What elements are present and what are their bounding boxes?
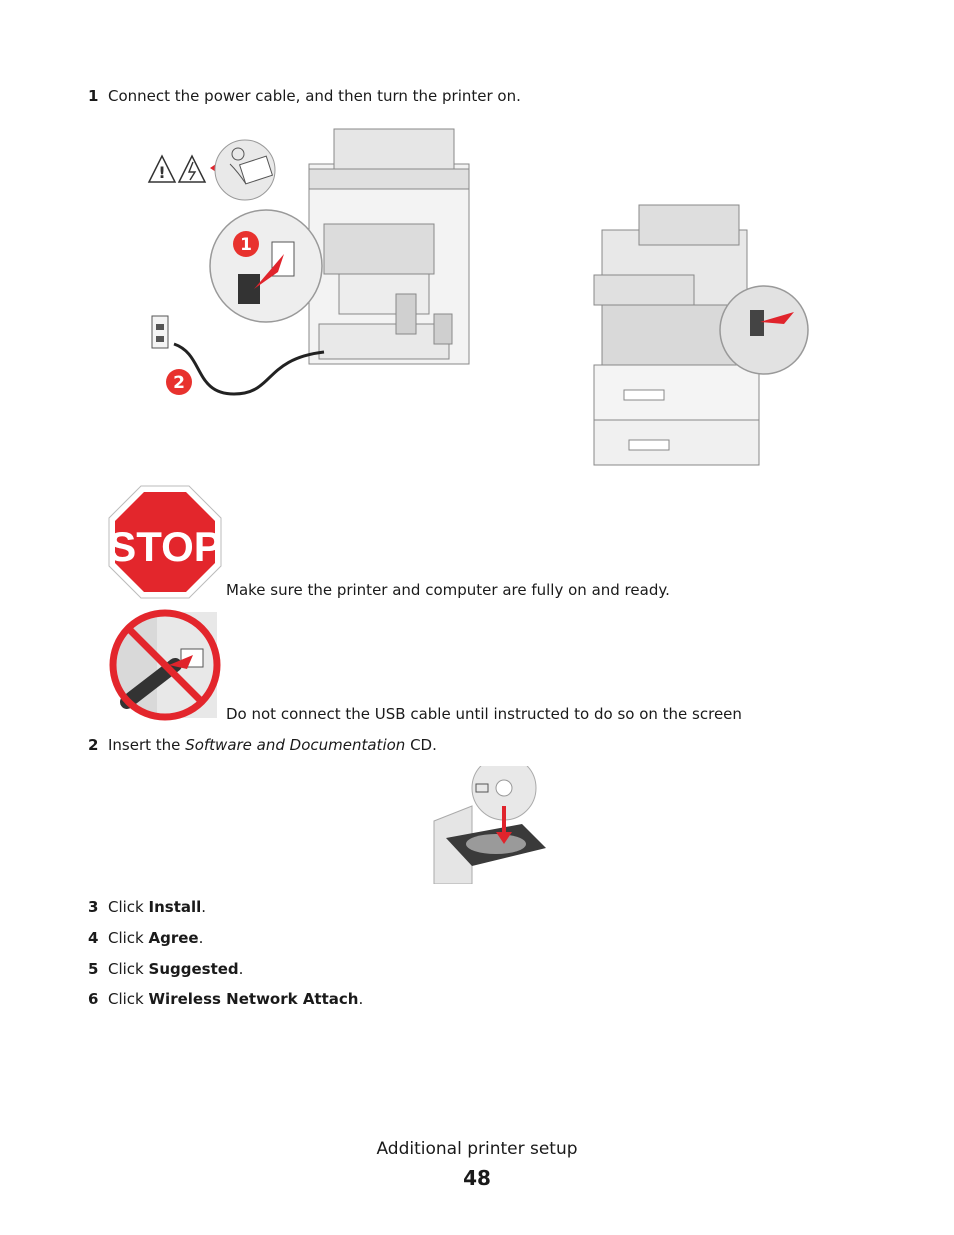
usb-note: Do not connect the USB cable until instr… <box>226 705 742 723</box>
stop-sign-text: STOP <box>108 523 222 570</box>
step-number: 3 <box>88 898 99 916</box>
svg-text:!: ! <box>158 163 165 182</box>
step-number: 2 <box>88 736 99 754</box>
step-number: 1 <box>88 87 99 105</box>
warning-icon: ! <box>147 154 177 183</box>
step-1: 1 Connect the power cable, and then turn … <box>88 87 521 105</box>
step-text-pre: Click <box>108 960 149 978</box>
step-text-pre: Click <box>108 929 149 947</box>
step-text: Connect the power cable, and then turn t… <box>108 87 521 105</box>
step-text-post: CD. <box>405 736 437 754</box>
power-switch-callout <box>719 285 809 375</box>
callout-1-badge: 1 <box>233 231 259 257</box>
step-text-post: . <box>198 929 204 947</box>
printer-front-illustration <box>584 200 814 472</box>
step-text-pre: Insert the <box>108 736 186 754</box>
step-4: 4 Click Agree. <box>88 929 203 947</box>
callout-2-badge: 2 <box>166 369 192 395</box>
step-text-post: . <box>201 898 207 916</box>
power-cable <box>173 342 325 396</box>
step-5: 5 Click Suggested. <box>88 960 243 978</box>
wireless-network-attach-option: Wireless Network Attach <box>148 990 359 1008</box>
step-number: 6 <box>88 990 99 1008</box>
wall-outlet-icon <box>151 315 169 349</box>
cd-name: Software and Documentation <box>185 736 406 754</box>
step-text-post: . <box>238 960 244 978</box>
step-text-pre: Click <box>108 898 149 916</box>
callout-2-label: 2 <box>173 373 185 393</box>
power-port-callout <box>209 209 323 323</box>
read-manual-icon <box>214 139 276 201</box>
printer-rear-view <box>308 128 470 365</box>
agree-option: Agree <box>148 929 199 947</box>
no-usb-icon <box>107 607 223 723</box>
suggested-option: Suggested <box>148 960 239 978</box>
electric-hazard-icon <box>177 154 207 183</box>
cd-insert-illustration <box>432 766 548 884</box>
callout-1-label: 1 <box>240 235 252 255</box>
install-option: Install <box>148 898 202 916</box>
stop-sign-icon: STOP <box>107 484 223 600</box>
step-3: 3 Click Install. <box>88 898 206 916</box>
step-6: 6 Click Wireless Network Attach. <box>88 990 363 1008</box>
footer-section-title: Additional printer setup <box>376 1139 578 1159</box>
page-number: 48 <box>463 1166 491 1190</box>
stop-note: Make sure the printer and computer are f… <box>226 581 670 599</box>
step-text-post: . <box>358 990 364 1008</box>
step-number: 4 <box>88 929 99 947</box>
step-2: 2 Insert the Software and Documentation C… <box>88 736 437 754</box>
step-number: 5 <box>88 960 99 978</box>
step-text-pre: Click <box>108 990 149 1008</box>
power-cable-illustration: ! <box>134 124 474 474</box>
